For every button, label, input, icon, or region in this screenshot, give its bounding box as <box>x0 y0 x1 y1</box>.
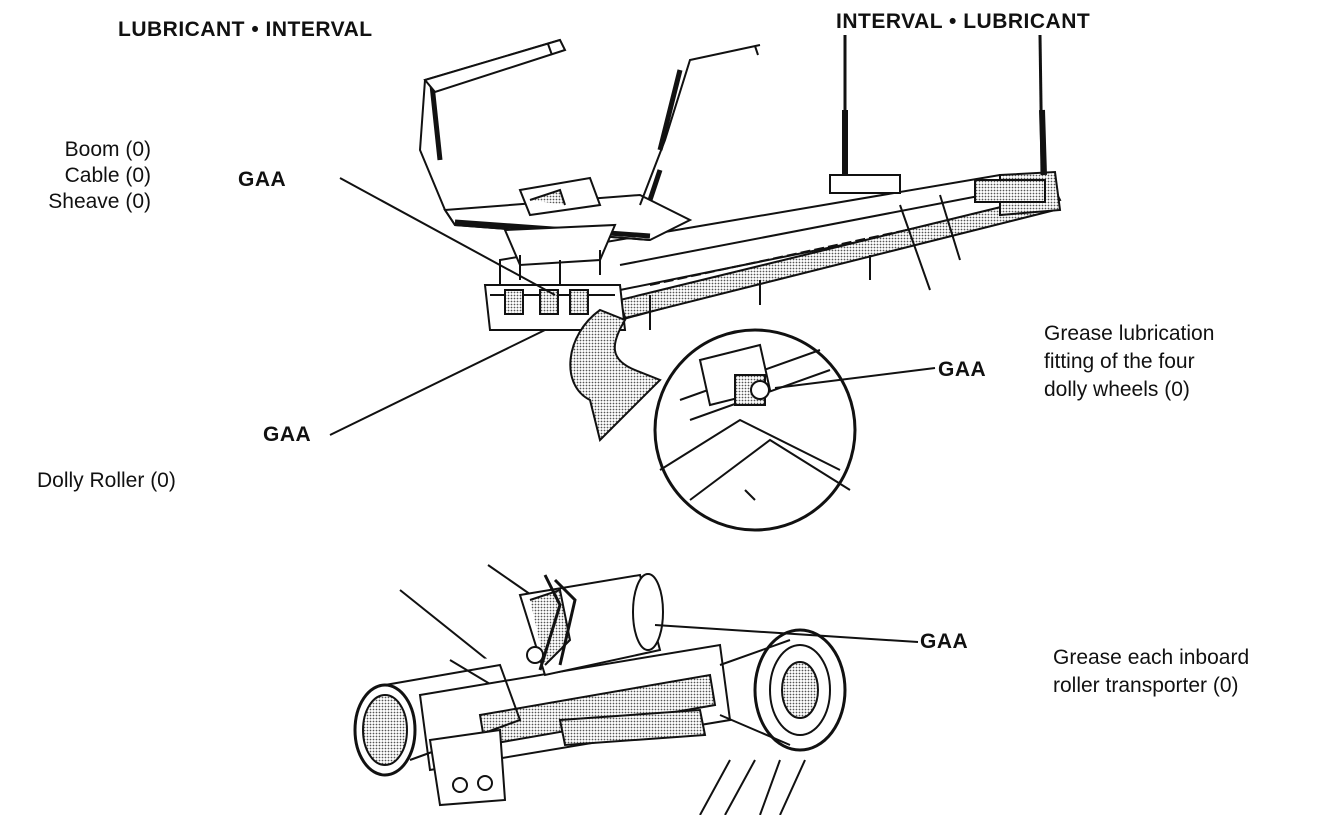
leader-gaa-lower-left <box>329 329 546 436</box>
header-lubricant-interval: LUBRICANT • INTERVAL <box>118 18 373 41</box>
leader-gaa-upper-left <box>339 177 556 296</box>
dolly-frame-drawing <box>418 34 1062 331</box>
label-boom: Boom (0) <box>64 138 151 161</box>
label-dolly-wheels-line-1: Grease lubrication <box>1044 322 1215 345</box>
leader-gaa-roller <box>654 624 919 643</box>
label-roller-transporter-line-2: roller transporter (0) <box>1053 674 1239 697</box>
label-dolly-roller: Dolly Roller (0) <box>37 469 176 492</box>
header-interval-lubricant: INTERVAL • LUBRICANT <box>836 10 1091 33</box>
leader-gaa-detail <box>774 367 936 389</box>
label-sheave: Sheave (0) <box>48 190 151 213</box>
callout-gaa-lower-left: GAA <box>263 423 312 446</box>
callout-gaa-upper-left: GAA <box>238 168 287 191</box>
label-dolly-wheels-line-2: fitting of the four <box>1044 350 1195 373</box>
callout-gaa-roller: GAA <box>920 630 969 653</box>
detail-arrow <box>569 308 662 442</box>
label-dolly-wheels-line-3: dolly wheels (0) <box>1044 378 1190 401</box>
callout-gaa-detail: GAA <box>938 358 987 381</box>
leader-lines <box>329 177 936 643</box>
detail-circle-dolly-wheel <box>653 328 857 532</box>
label-roller-transporter-line-1: Grease each inboard <box>1053 646 1250 669</box>
roller-transporter-drawing <box>353 564 847 815</box>
label-cable: Cable (0) <box>64 164 151 187</box>
